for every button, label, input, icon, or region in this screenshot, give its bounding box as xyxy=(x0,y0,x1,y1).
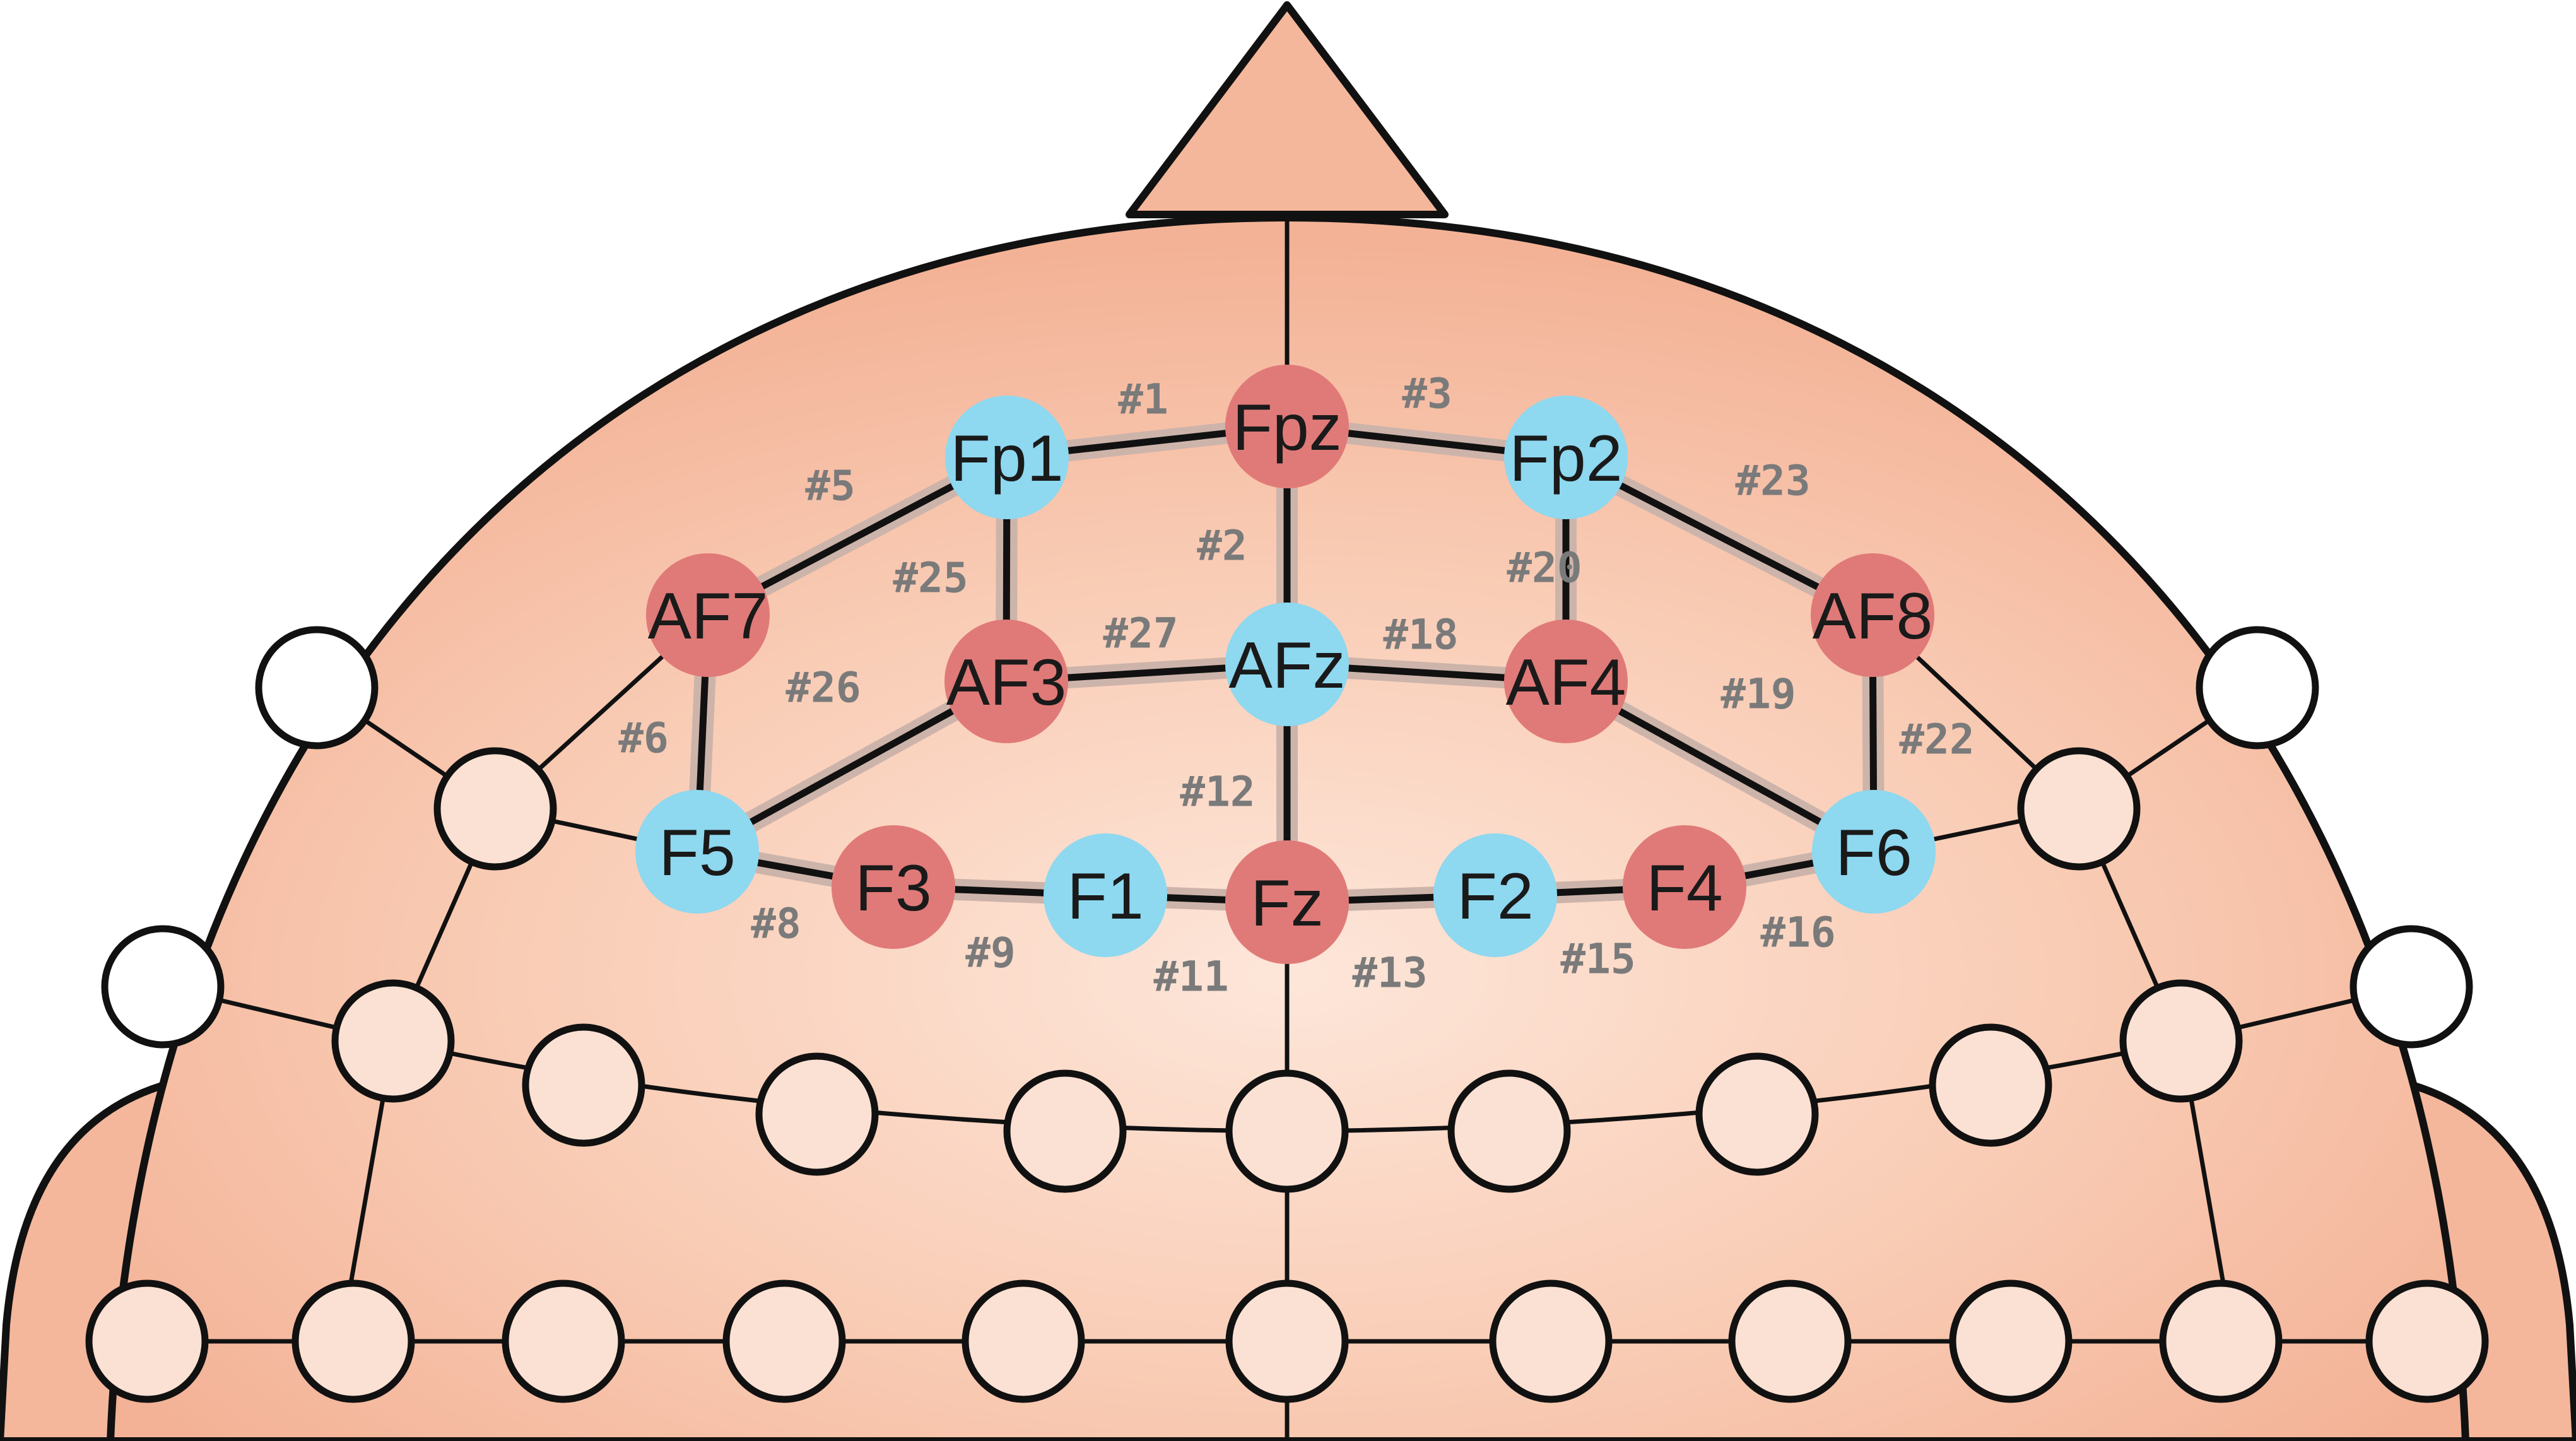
optode-f5: F5 xyxy=(635,790,759,914)
optode-f6: F6 xyxy=(1812,790,1936,914)
channel-label: #2 xyxy=(1197,522,1247,570)
empty-electrode xyxy=(722,1279,846,1403)
empty-electrode xyxy=(1949,1279,2073,1403)
source-marker xyxy=(635,790,759,914)
optode-f2: F2 xyxy=(1433,833,1557,957)
detector-marker xyxy=(832,825,955,949)
detector-marker xyxy=(646,553,770,677)
channel-labels: #1 #2 #3 #5 #6 #8 #9 #11 #12 #13 #15 #16 #18 #19 #20 #2… xyxy=(618,370,1974,1001)
empty-electrode xyxy=(1225,1279,1349,1403)
optode-label: F4 xyxy=(1646,852,1722,925)
source-marker xyxy=(1225,603,1349,726)
optode-fz: Fz xyxy=(1225,840,1349,964)
channel-label: #15 xyxy=(1560,935,1635,984)
optode-f3: F3 xyxy=(832,825,955,949)
detector-marker xyxy=(1623,825,1746,949)
channel-label: #3 xyxy=(1402,370,1452,418)
empty-electrode xyxy=(1695,1052,1819,1176)
channel-label: #22 xyxy=(1899,715,1974,764)
empty-electrode xyxy=(2350,925,2473,1049)
optode-label: AFz xyxy=(1229,629,1346,702)
source-marker xyxy=(1812,790,1936,914)
channel-label: #13 xyxy=(1352,949,1427,997)
optode-af3: AF3 xyxy=(944,620,1068,743)
empty-electrode xyxy=(502,1279,625,1403)
empty-electrode xyxy=(2159,1279,2283,1403)
source-marker xyxy=(1433,833,1557,957)
optode-label: AF7 xyxy=(648,580,768,653)
channel-label: #1 xyxy=(1118,375,1168,424)
optode-label: F3 xyxy=(855,852,931,925)
channel-label: #6 xyxy=(618,714,668,763)
optode-label: F5 xyxy=(659,816,735,890)
channel-label: #26 xyxy=(785,664,861,712)
optode-label: AF3 xyxy=(946,646,1067,719)
optode-label: F6 xyxy=(1835,816,1912,890)
empty-electrode xyxy=(1929,1023,2052,1147)
optode-f1: F1 xyxy=(1044,833,1167,957)
source-marker xyxy=(945,396,1069,519)
optode-label: Fp1 xyxy=(950,422,1063,495)
source-marker xyxy=(1504,396,1628,519)
channel-label: #18 xyxy=(1383,611,1458,659)
empty-electrode xyxy=(1003,1069,1127,1193)
channel-label: #8 xyxy=(751,900,801,948)
empty-electrode xyxy=(755,1052,879,1176)
channel-label: #27 xyxy=(1103,609,1178,658)
channel-label: #16 xyxy=(1760,909,1835,957)
empty-electrode xyxy=(101,925,225,1049)
optode-fpz: Fpz xyxy=(1225,365,1349,488)
optode-afz: AFz xyxy=(1225,603,1349,726)
empty-electrode xyxy=(433,747,557,871)
optode-label: AF8 xyxy=(1813,580,1933,653)
detector-marker xyxy=(1504,620,1628,743)
empty-electrode xyxy=(1728,1279,1852,1403)
optode-fp1: Fp1 xyxy=(945,396,1069,519)
optode-af4: AF4 xyxy=(1504,620,1628,743)
nose xyxy=(1126,1,1449,218)
channel-label: #19 xyxy=(1720,670,1796,719)
empty-electrodes xyxy=(85,626,2489,1403)
empty-electrode xyxy=(2365,1279,2489,1403)
empty-electrode xyxy=(2196,626,2319,750)
optode-af7: AF7 xyxy=(646,553,770,677)
optode-af8: AF8 xyxy=(1811,553,1934,677)
optode-label: AF4 xyxy=(1506,646,1626,719)
empty-electrode xyxy=(85,1279,209,1403)
optode-f4: F4 xyxy=(1623,825,1746,949)
channel-label: #25 xyxy=(893,554,968,603)
channel-label: #23 xyxy=(1735,457,1810,505)
optode-label: F2 xyxy=(1457,860,1533,933)
empty-electrode xyxy=(1489,1279,1613,1403)
channel-label: #9 xyxy=(965,929,1015,977)
detector-marker xyxy=(1225,365,1349,488)
source-marker xyxy=(1044,833,1167,957)
detector-marker xyxy=(944,620,1068,743)
empty-electrode xyxy=(291,1279,415,1403)
empty-electrode xyxy=(1447,1069,1571,1193)
channel-label: #5 xyxy=(805,462,855,510)
empty-electrode xyxy=(962,1279,1085,1403)
empty-electrode xyxy=(255,626,379,750)
optode-label: Fz xyxy=(1250,867,1324,940)
empty-electrode xyxy=(2119,979,2243,1103)
channel-label: #12 xyxy=(1180,768,1255,816)
optode-label: Fpz xyxy=(1232,391,1341,464)
optode-fp2: Fp2 xyxy=(1504,396,1628,519)
empty-electrode xyxy=(1225,1069,1349,1193)
detector-marker xyxy=(1225,840,1349,964)
empty-electrode xyxy=(331,979,455,1103)
detector-marker xyxy=(1811,553,1934,677)
empty-electrode xyxy=(522,1023,645,1147)
optode-label: Fp2 xyxy=(1509,422,1622,495)
channel-label: #20 xyxy=(1507,544,1582,592)
optode-label: F1 xyxy=(1067,860,1143,933)
channel-label: #11 xyxy=(1153,953,1228,1001)
empty-electrode xyxy=(2017,747,2141,871)
